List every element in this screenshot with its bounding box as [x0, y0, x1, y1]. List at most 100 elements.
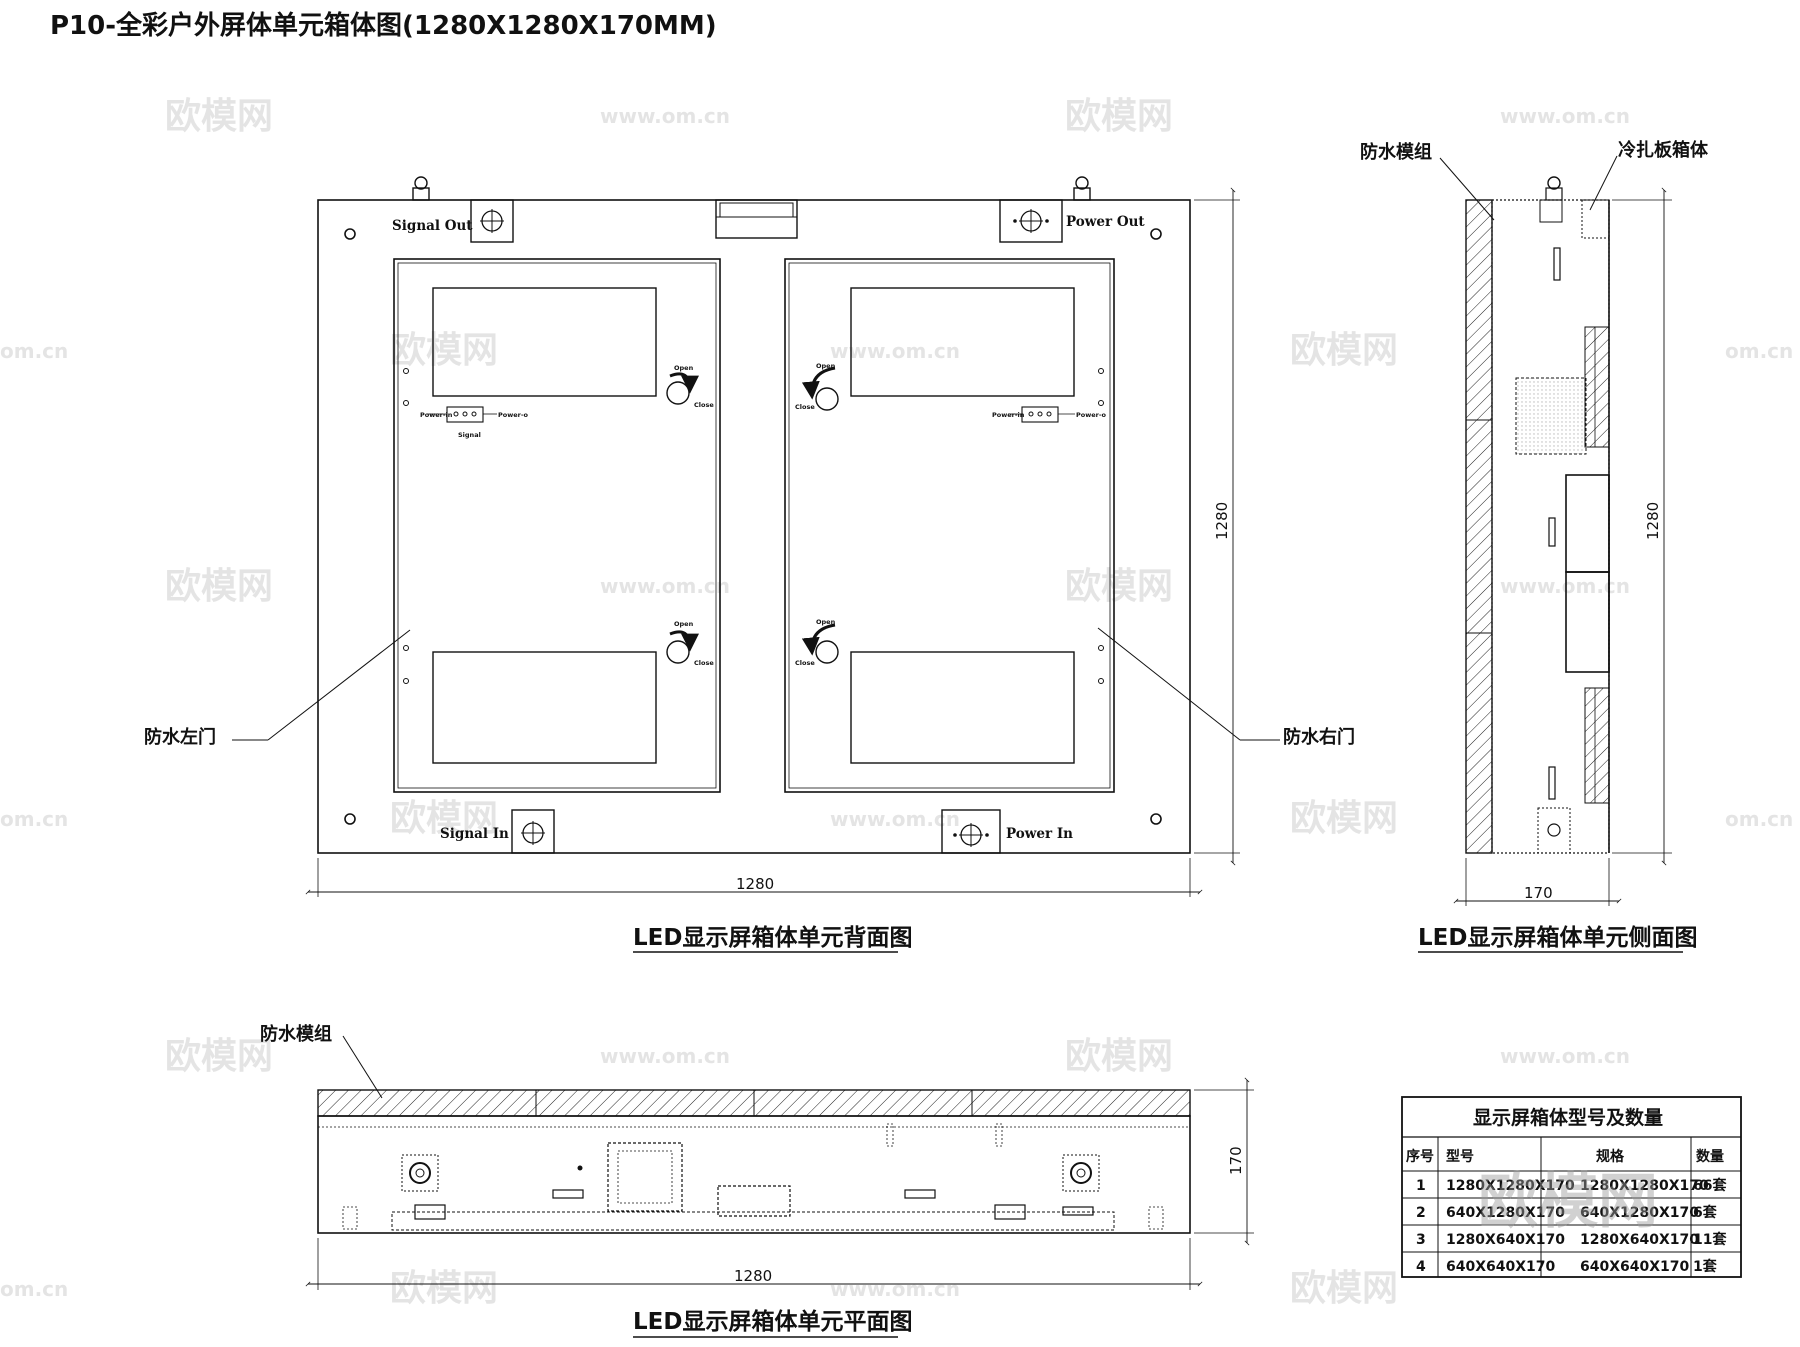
waterproof-left-door: Power-in Power-o Signal Open Close Open …: [393, 258, 721, 793]
mounting-hole: [344, 228, 356, 240]
watermark: www.om.cn: [830, 1277, 960, 1301]
side-depth-value: 170: [1524, 884, 1553, 902]
signal-in-port: Signal In: [440, 809, 555, 854]
back-width-value: 1280: [736, 875, 774, 893]
table-cell: 640X640X170: [1446, 1259, 1556, 1275]
back-width-dimension: 1280: [305, 858, 1203, 897]
watermark: om.cn: [0, 807, 68, 831]
waterproof-right-door: Power-in Power-o Open Close Open Close: [784, 258, 1115, 793]
door-connector: Power-in Power-o: [992, 406, 1107, 423]
signal-out-port: Signal Out: [392, 199, 514, 243]
watermark: 欧模网: [1290, 330, 1398, 371]
table-cell: 3: [1416, 1232, 1426, 1248]
plan-depth-dimension: 170: [1194, 1077, 1254, 1246]
latch-open-label: Open: [674, 364, 694, 372]
spec-table-title: 显示屏箱体型号及数量: [1473, 1106, 1663, 1129]
mounting-hole: [1150, 813, 1162, 825]
watermark: www.om.cn: [830, 807, 960, 831]
back-view-caption: LED显示屏箱体单元背面图: [633, 924, 912, 951]
watermark: 欧模网: [1290, 798, 1398, 839]
watermark: 欧模网: [390, 1268, 498, 1309]
watermark: www.om.cn: [830, 339, 960, 363]
watermark: 欧模网: [1065, 96, 1173, 137]
terminal-block-lower: [1584, 687, 1610, 804]
watermark: www.om.cn: [1500, 104, 1630, 128]
back-view: Signal Out Power Out Signal In Power In: [144, 176, 1355, 953]
side-depth-dimension: 170: [1453, 858, 1622, 906]
mounting-hole: [344, 813, 356, 825]
connector-power-out-label: Power-o: [498, 411, 529, 419]
connector-power-in-label: Power-in: [420, 411, 453, 419]
side-cabinet-label: 冷扎板箱体: [1618, 139, 1709, 161]
side-height-value: 1280: [1644, 502, 1662, 540]
latch-close-label: Close: [795, 659, 815, 667]
watermark: om.cn: [0, 339, 68, 363]
mounting-hole: [1150, 228, 1162, 240]
lifting-eye-right: [1073, 176, 1091, 201]
table-cell: 2: [1416, 1205, 1426, 1221]
waterproof-module-section: [1465, 199, 1493, 854]
latch-open-label: Open: [674, 620, 694, 628]
door-latch-lower: Open Close: [666, 620, 714, 667]
plan-cabinet-body: [317, 1115, 1191, 1234]
door-window: [850, 287, 1075, 397]
watermark: om.cn: [1725, 807, 1793, 831]
watermark: 欧模网: [165, 566, 273, 607]
watermark: 欧模网: [165, 96, 273, 137]
table-row: 1 1280X1280X170 1280X1280X170 66套: [1416, 1177, 1726, 1194]
plan-view-caption: LED显示屏箱体单元平面图: [633, 1308, 912, 1335]
left-door-label: 防水左门: [144, 726, 216, 748]
table-cell: 1套: [1693, 1258, 1717, 1275]
plan-control-box: [607, 1142, 683, 1212]
connector-power-out-label: Power-o: [1076, 411, 1107, 419]
watermark: 欧模网: [390, 798, 498, 839]
latch-close-label: Close: [694, 401, 714, 409]
table-header: 型号: [1446, 1148, 1474, 1165]
table-header: 数量: [1696, 1148, 1724, 1165]
table-cell: 11套: [1693, 1231, 1726, 1248]
side-module-label: 防水模组: [1360, 141, 1432, 163]
power-module: [1565, 571, 1610, 673]
side-view-caption: LED显示屏箱体单元侧面图: [1418, 924, 1697, 951]
watermark: 欧模网: [390, 330, 498, 371]
door-latch-lower: Open Close: [795, 618, 839, 667]
side-view: 防水模组 冷扎板箱体 1280 170 LED显示屏箱体单元侧面图: [1360, 139, 1709, 953]
table-row: 3 1280X640X170 1280X640X170 11套: [1416, 1231, 1726, 1248]
table-cell: 1: [1416, 1178, 1426, 1194]
power-out-port: Power Out: [999, 199, 1145, 243]
table-cell: 1280X1280X170: [1580, 1178, 1709, 1194]
connector-power-in-label: Power-in: [992, 411, 1025, 419]
power-out-label: Power Out: [1066, 214, 1145, 230]
lifting-eye-left: [412, 176, 430, 201]
door-window: [850, 651, 1075, 764]
plan-depth-value: 170: [1227, 1146, 1245, 1175]
table-header: 规格: [1596, 1148, 1625, 1165]
door-connector: Power-in Power-o Signal: [420, 406, 529, 439]
watermark: www.om.cn: [600, 574, 730, 598]
table-cell: 640X1280X170: [1446, 1205, 1565, 1221]
watermark-logo: 欧模网: [1478, 1167, 1658, 1237]
watermark: www.om.cn: [600, 104, 730, 128]
watermark: www.om.cn: [600, 1044, 730, 1068]
table-header: 序号: [1406, 1148, 1434, 1165]
table-cell: 4: [1416, 1259, 1426, 1275]
left-door-callout: 防水左门: [144, 629, 411, 748]
table-cell: 640X1280X170: [1580, 1205, 1699, 1221]
side-cabinet-callout: 冷扎板箱体: [1589, 139, 1709, 211]
table-cell: 1280X640X170: [1580, 1232, 1699, 1248]
watermark: om.cn: [1725, 339, 1793, 363]
watermark: om.cn: [0, 1277, 68, 1301]
power-in-label: Power In: [1006, 826, 1073, 842]
connector-signal-label: Signal: [458, 431, 481, 439]
watermark: 欧模网: [165, 1036, 273, 1077]
door-window: [432, 287, 657, 397]
drawing-title: P10-全彩户外屏体单元箱体图(1280X1280X170MM): [50, 10, 717, 41]
door-latch-upper: Open Close: [795, 362, 839, 411]
back-height-dimension: 1280: [1194, 187, 1240, 866]
latch-open-label: Open: [816, 618, 836, 626]
signal-out-label: Signal Out: [392, 218, 473, 234]
watermark: www.om.cn: [1500, 1044, 1630, 1068]
right-door-label: 防水右门: [1283, 726, 1355, 748]
watermark: 欧模网: [1065, 1036, 1173, 1077]
